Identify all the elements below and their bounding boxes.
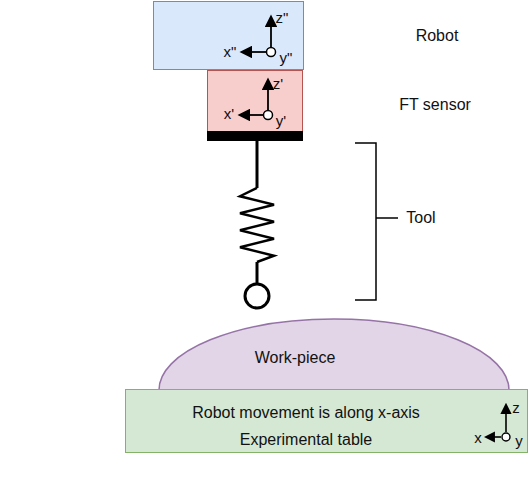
axis-label: x xyxy=(474,429,482,446)
axis-label: z" xyxy=(276,9,289,26)
node-label: Robot movement is along x-axis xyxy=(192,404,420,422)
node-label: Work-piece xyxy=(255,349,336,367)
node-label: FT sensor xyxy=(399,96,471,114)
workpiece-dome: Work-piece xyxy=(158,318,510,390)
node-label: Robot xyxy=(416,27,459,45)
axis-label: z' xyxy=(273,75,283,92)
node-subtitle: Experimental table xyxy=(240,431,373,449)
axis-label: x' xyxy=(224,105,234,122)
ft-sensor-box: FT sensor xyxy=(207,70,303,141)
experimental-table: Robot movement is along x-axisExperiment… xyxy=(125,389,528,453)
axis-label: x" xyxy=(224,43,237,60)
axis-label: y' xyxy=(276,112,286,129)
axis-label: z xyxy=(512,399,520,416)
axis-label: y" xyxy=(280,49,293,66)
bracket-label: Tool xyxy=(406,209,435,227)
axis-label: y xyxy=(515,432,523,449)
